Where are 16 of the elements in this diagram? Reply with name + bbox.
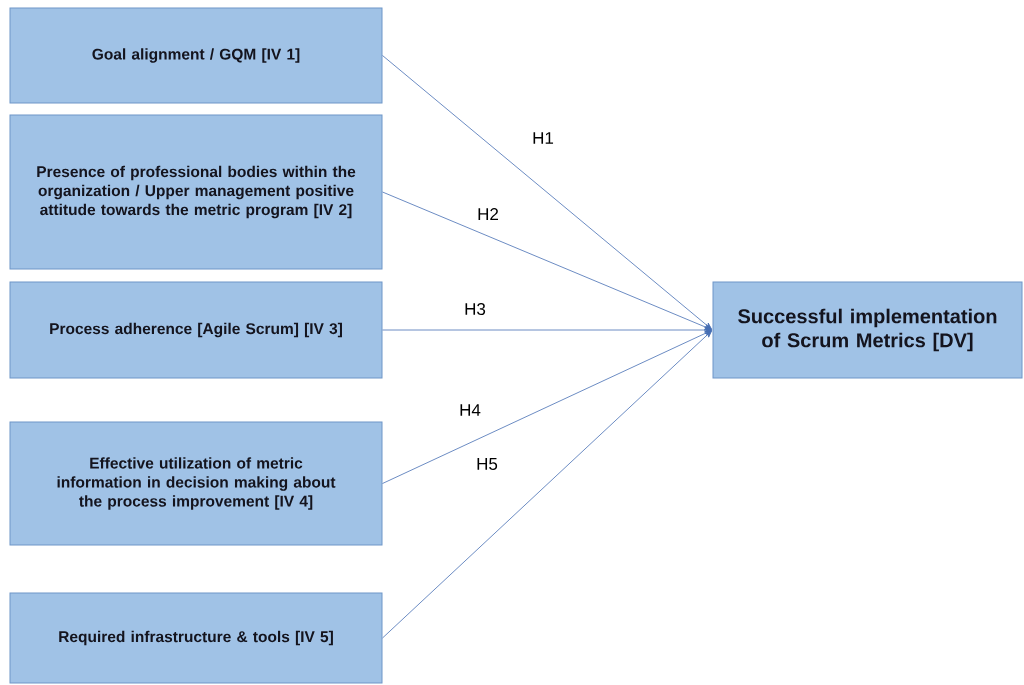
arrow	[382, 191, 712, 330]
arrow	[382, 55, 713, 330]
edge-label: H4	[458, 403, 482, 417]
box: Successful implementation of Scrum Metrics [DV]	[712, 281, 1023, 379]
edge-label: H1	[531, 131, 555, 145]
box: Effective utilization of metric information in decision making about the process improvement [IV 4]	[9, 421, 383, 546]
edge-label: H2	[476, 207, 500, 221]
box: Required infrastructure & tools [IV 5]	[9, 592, 383, 684]
box: Process adherence [Agile Scrum] [IV 3]	[9, 281, 383, 379]
arrow	[382, 330, 712, 484]
box: Presence of professional bodies within the organization / Upper management positive attitude towards the metric program [IV 2]	[9, 114, 383, 270]
edge-label: H5	[475, 457, 499, 471]
arrow	[382, 330, 713, 639]
edge-label: H3	[463, 302, 487, 316]
box: Goal alignment / GQM [IV 1]	[9, 7, 383, 104]
arrow	[382, 327, 712, 333]
